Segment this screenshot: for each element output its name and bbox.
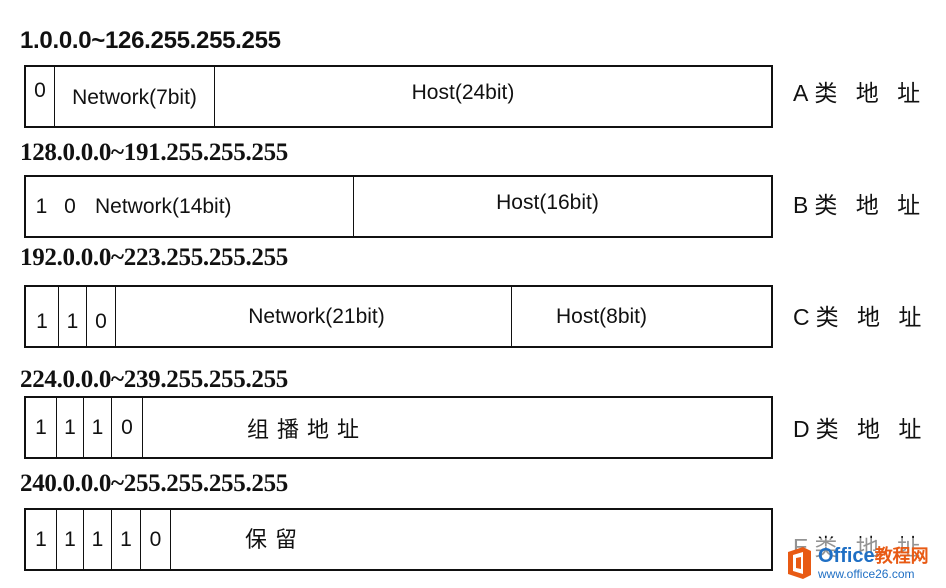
bit-cell: 1 xyxy=(57,398,84,457)
watermark-brand: Office xyxy=(818,545,875,567)
address-box-class-c: 1 1 0 Network(21bit) Host(8bit) xyxy=(24,285,773,348)
reserved-field: 保留 xyxy=(245,527,306,552)
watermark-url: www.office26.com xyxy=(818,567,915,581)
range-class-c: 192.0.0.0~223.255.255.255 xyxy=(20,244,289,271)
address-box-class-a: 0 Network(7bit) Host(24bit) xyxy=(24,65,773,128)
bit-cell: 0 xyxy=(112,398,143,457)
address-box-class-b: 1 0 Network(14bit) Host(16bit) xyxy=(24,175,773,238)
network-field: Network(7bit) xyxy=(55,67,215,126)
range-class-d: 224.0.0.0~239.255.255.255 xyxy=(20,366,289,393)
network-field: Network(14bit) xyxy=(83,177,354,236)
class-label-c: C类 地 址 xyxy=(793,304,928,330)
range-class-e: 240.0.0.0~255.255.255.255 xyxy=(20,470,289,497)
office-logo-icon xyxy=(784,545,814,581)
watermark: Office教程网 www.office26.com xyxy=(782,538,946,588)
bit-cell: 1 xyxy=(84,398,112,457)
bit-cell: 0 xyxy=(87,287,116,346)
class-label-b: B类 地 址 xyxy=(793,192,927,218)
class-label-d: D类 地 址 xyxy=(793,416,928,442)
bit-cell: 1 xyxy=(26,287,59,346)
host-field: Host(24bit) xyxy=(411,81,515,104)
host-field: Host(16bit) xyxy=(496,191,599,214)
watermark-brand-cn: 教程网 xyxy=(874,546,929,566)
host-field: Host(8bit) xyxy=(555,304,648,328)
bit-cell: 1 xyxy=(57,510,84,569)
range-class-a: 1.0.0.0~126.255.255.255 xyxy=(20,27,281,54)
bit-cell: 1 xyxy=(59,287,87,346)
address-box-class-d: 1 1 1 0 组播地址 xyxy=(24,396,773,459)
bit-cell: 1 xyxy=(84,510,112,569)
bit-cell: 0 xyxy=(141,510,171,569)
bit-cell: 0 xyxy=(64,194,76,218)
bit-cell: 0 xyxy=(26,67,55,126)
range-class-b: 128.0.0.0~191.255.255.255 xyxy=(20,139,289,166)
address-box-class-e: 1 1 1 1 0 保留 xyxy=(24,508,773,571)
multicast-field: 组播地址 xyxy=(247,416,368,442)
bit-cell: 1 xyxy=(26,398,57,457)
bit-cell: 1 xyxy=(26,510,57,569)
network-field: Network(21bit) xyxy=(116,287,512,346)
bit-cell: 1 xyxy=(35,194,48,218)
bit-cell: 1 xyxy=(112,510,141,569)
class-label-a: A类 地 址 xyxy=(793,80,927,106)
